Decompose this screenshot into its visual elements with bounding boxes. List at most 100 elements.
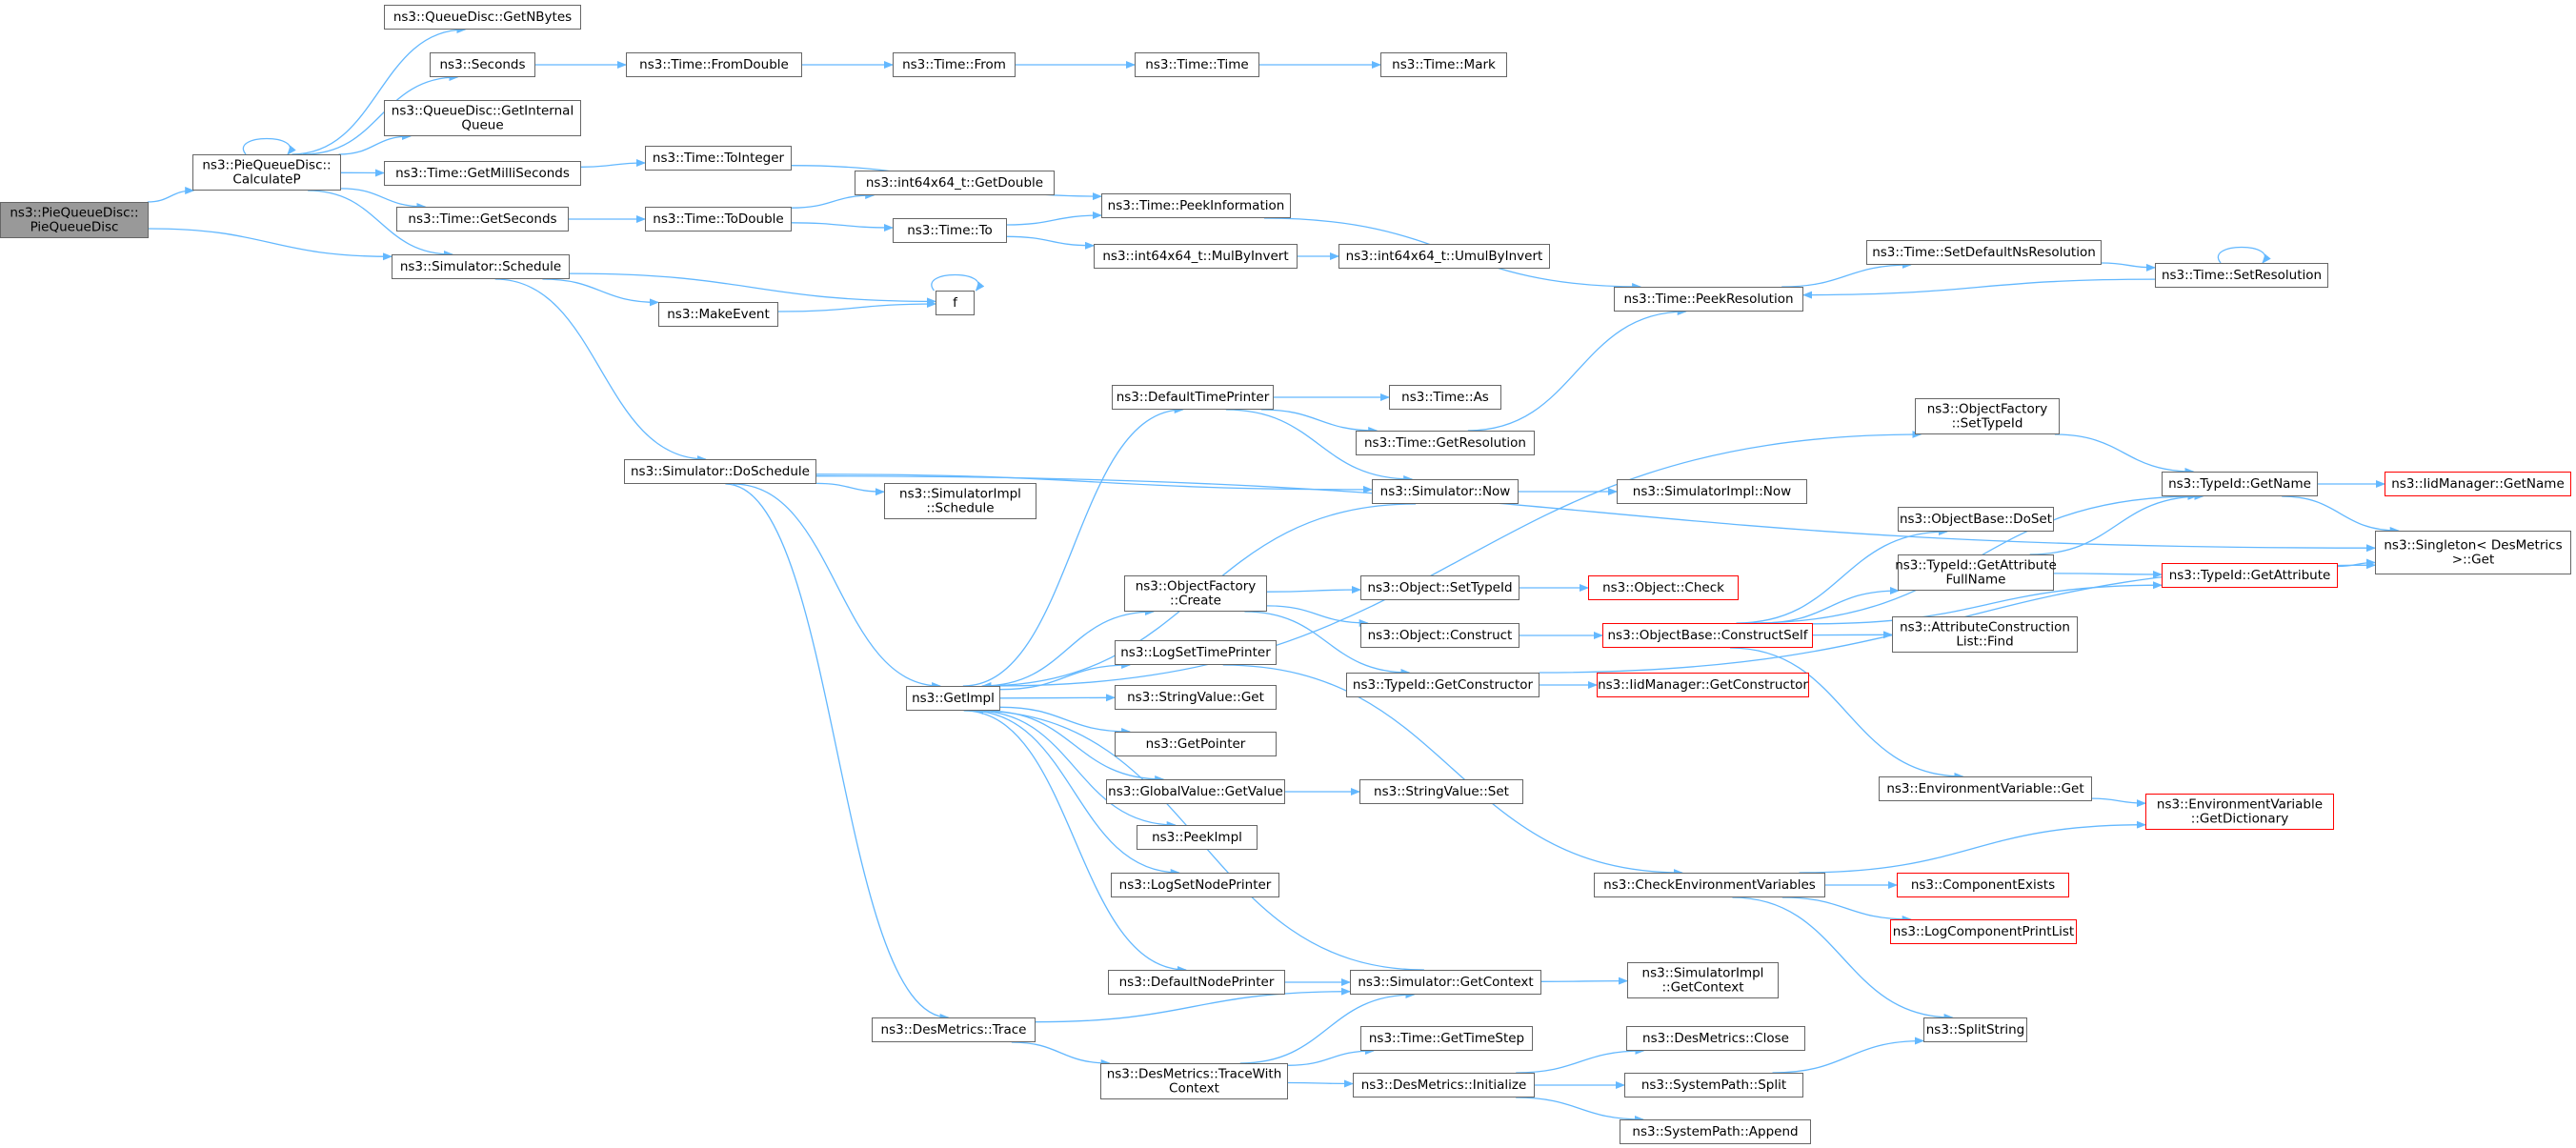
node-getnbytes[interactable]: ns3::QueueDisc::GetNBytes: [384, 5, 581, 30]
node-makeevent[interactable]: ns3::MakeEvent: [658, 302, 778, 327]
node-defnodeprinter[interactable]: ns3::DefaultNodePrinter: [1108, 970, 1285, 995]
node-fromdouble[interactable]: ns3::Time::FromDouble: [626, 52, 802, 77]
node-logcompprintlist[interactable]: ns3::LogComponentPrintList: [1890, 919, 2077, 944]
node-objconstruct[interactable]: ns3::Object::Construct: [1360, 623, 1519, 648]
edge-root-to-calcp: [147, 187, 195, 203]
node-box: [2145, 794, 2334, 830]
node-mulbyinvert[interactable]: ns3::int64x64_t::MulByInvert: [1094, 244, 1298, 269]
node-getpointer[interactable]: ns3::GetPointer: [1115, 732, 1277, 756]
node-box: [872, 1017, 1036, 1042]
node-iidgetname[interactable]: ns3::IidManager::GetName: [2385, 472, 2571, 496]
node-getresolution[interactable]: ns3::Time::GetResolution: [1356, 431, 1535, 455]
node-desmetricsclose[interactable]: ns3::DesMetrics::Close: [1626, 1026, 1805, 1051]
node-timetime[interactable]: ns3::Time::Time: [1135, 52, 1259, 77]
node-label: ns3::Time::PeekInformation: [1108, 198, 1285, 213]
node-box: [1094, 244, 1298, 269]
node-objcheck[interactable]: ns3::Object::Check: [1588, 575, 1739, 600]
node-box: [1115, 732, 1277, 756]
node-simgetcontext[interactable]: ns3::Simulator::GetContext: [1350, 970, 1541, 995]
node-timeto[interactable]: ns3::Time::To: [893, 218, 1007, 243]
node-singleton[interactable]: ns3::Singleton< DesMetrics >::Get: [2375, 531, 2571, 574]
node-box: [1360, 623, 1519, 648]
node-umulbyinvert[interactable]: ns3::int64x64_t::UmulByInvert: [1338, 244, 1550, 269]
edge-checkenv-to-logcompprintlist: [1781, 896, 1912, 923]
node-desmetricsinit[interactable]: ns3::DesMetrics::Initialize: [1353, 1073, 1535, 1098]
node-envgetdict[interactable]: ns3::EnvironmentVariable::GetDictionary: [2145, 794, 2334, 830]
node-objsettypeid[interactable]: ns3::Object::SetTypeId: [1360, 575, 1519, 600]
node-mark[interactable]: ns3::Time::Mark: [1380, 52, 1507, 77]
node-getdouble[interactable]: ns3::int64x64_t::GetDouble: [855, 171, 1055, 195]
node-schedule[interactable]: ns3::Simulator::Schedule: [392, 254, 570, 279]
node-label: ns3::int64x64_t::MulByInvert: [1102, 249, 1288, 264]
node-peekimpl[interactable]: ns3::PeekImpl: [1137, 825, 1258, 850]
node-splitstring[interactable]: ns3::SplitString: [1923, 1017, 2027, 1042]
node-deftimeprinter[interactable]: ns3::DefaultTimePrinter: [1112, 385, 1274, 410]
edge-calcp-to-getnbytes: [292, 26, 467, 155]
node-root[interactable]: ns3::PieQueueDisc::PieQueueDisc: [0, 202, 149, 238]
node-doschedule[interactable]: ns3::Simulator::DoSchedule: [624, 459, 816, 484]
node-setres[interactable]: ns3::Time::SetResolution: [2155, 263, 2328, 288]
node-label: ns3::DefaultTimePrinter: [1117, 390, 1270, 405]
node-simimplnow[interactable]: ns3::SimulatorImpl::Now: [1617, 479, 1807, 504]
node-iidgetconstructor[interactable]: ns3::IidManager::GetConstructor: [1597, 673, 1809, 697]
node-timeas[interactable]: ns3::Time::As: [1389, 385, 1501, 410]
node-syspathsplit[interactable]: ns3::SystemPath::Split: [1624, 1073, 1803, 1098]
node-logsettimeprinter[interactable]: ns3::LogSetTimePrinter: [1115, 640, 1277, 665]
node-box: [1115, 685, 1277, 710]
node-envget[interactable]: ns3::EnvironmentVariable::Get: [1879, 776, 2092, 801]
edges-layer: [147, 26, 2400, 1123]
node-getseconds[interactable]: ns3::Time::GetSeconds: [396, 207, 569, 232]
node-logsetnodeprinter[interactable]: ns3::LogSetNodePrinter: [1111, 873, 1279, 897]
node-label: ns3::EnvironmentVariable::Get: [1886, 781, 2083, 796]
node-tointeger[interactable]: ns3::Time::ToInteger: [645, 146, 792, 171]
node-f[interactable]: f: [936, 291, 975, 315]
node-peekinfo[interactable]: ns3::Time::PeekInformation: [1101, 193, 1291, 218]
node-seconds[interactable]: ns3::Seconds: [430, 52, 535, 77]
node-calcp[interactable]: ns3::PieQueueDisc::CalculateP: [192, 154, 341, 191]
node-peekres[interactable]: ns3::Time::PeekResolution: [1614, 287, 1803, 312]
node-box: [0, 202, 149, 238]
node-typeidgetname[interactable]: ns3::TypeId::GetName: [2162, 472, 2318, 496]
node-syspathappend[interactable]: ns3::SystemPath::Append: [1620, 1119, 1811, 1144]
node-simimplsched[interactable]: ns3::SimulatorImpl::Schedule: [884, 483, 1036, 519]
edge-deftimeprinter-to-getresolution: [1260, 409, 1379, 434]
node-stringvalueget[interactable]: ns3::StringValue::Get: [1115, 685, 1277, 710]
node-typeidgetattr[interactable]: ns3::TypeId::GetAttribute: [2162, 563, 2338, 588]
node-from[interactable]: ns3::Time::From: [893, 52, 1016, 77]
node-desmetricstrace[interactable]: ns3::DesMetrics::Trace: [872, 1017, 1036, 1042]
node-getimpl[interactable]: ns3::GetImpl: [906, 686, 1000, 711]
node-box: [1108, 970, 1285, 995]
node-box: [1389, 385, 1501, 410]
node-typeidgetconstructor[interactable]: ns3::TypeId::GetConstructor: [1346, 673, 1540, 697]
node-simnow[interactable]: ns3::Simulator::Now: [1372, 479, 1519, 504]
node-checkenv[interactable]: ns3::CheckEnvironmentVariables: [1594, 873, 1825, 897]
node-ofcreate[interactable]: ns3::ObjectFactory::Create: [1124, 575, 1267, 612]
node-label: ns3::Seconds: [440, 57, 526, 72]
node-box: [884, 483, 1036, 519]
node-simimplgetcontext[interactable]: ns3::SimulatorImpl::GetContext: [1627, 962, 1779, 998]
node-label: List::Find: [1956, 634, 2013, 650]
node-componentexists[interactable]: ns3::ComponentExists: [1897, 873, 2069, 897]
node-stringvalueset[interactable]: ns3::StringValue::Set: [1359, 779, 1523, 804]
node-box: [430, 52, 535, 77]
node-box: [1137, 825, 1258, 850]
node-getms[interactable]: ns3::Time::GetMilliSeconds: [384, 161, 581, 186]
node-ofsettypeid[interactable]: ns3::ObjectFactory::SetTypeId: [1915, 398, 2060, 434]
node-todouble[interactable]: ns3::Time::ToDouble: [645, 207, 792, 232]
node-label: ns3::ComponentExists: [1911, 877, 2055, 893]
node-label: ns3::IidManager::GetName: [2391, 476, 2565, 492]
node-constructself[interactable]: ns3::ObjectBase::ConstructSelf: [1602, 623, 1813, 648]
node-box: [1898, 554, 2054, 591]
node-objbasedoset[interactable]: ns3::ObjectBase::DoSet: [1898, 507, 2054, 532]
node-label: ns3::StringValue::Set: [1374, 784, 1509, 799]
node-gettimestep[interactable]: ns3::Time::GetTimeStep: [1360, 1026, 1533, 1051]
edge-tracewithcontext-to-gettimestep: [1287, 1047, 1375, 1066]
node-globalgetvalue[interactable]: ns3::GlobalValue::GetValue: [1106, 779, 1285, 804]
node-setdefres[interactable]: ns3::Time::SetDefaultNsResolution: [1866, 240, 2102, 265]
edge-doschedule-to-simimplsched: [815, 482, 885, 496]
